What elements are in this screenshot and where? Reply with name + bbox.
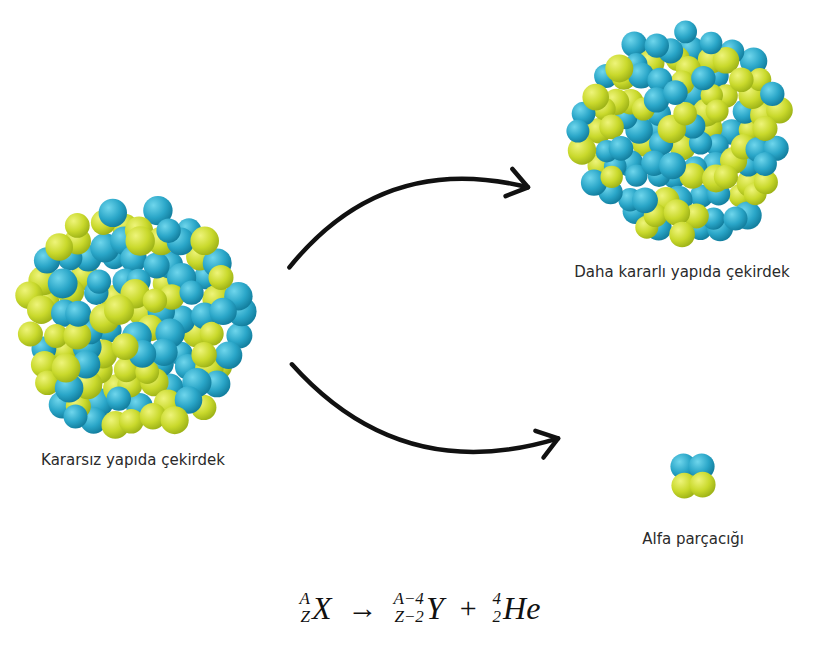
nuclide: A−4Z−2Y [394,588,444,628]
alpha-particle-drawing [669,452,717,500]
nucleus: Kararsız yapıda çekirdek [8,195,258,469]
nucleus: Daha kararlı yapıda çekirdek [565,18,800,281]
equation-term: A [300,590,310,608]
equation-term: + [460,588,477,628]
equation-term: → [348,588,378,628]
nucleus-drawing [8,195,258,445]
equation-term: A−4 [394,590,424,608]
reaction-arrow [289,169,528,267]
node-label: Kararsız yapıda çekirdek [8,451,258,469]
nuclide: AZX [300,588,332,628]
equation-term: Y [426,588,444,628]
nuclide-scripts: A−4Z−2 [394,590,424,626]
nuclide-scripts: 42 [493,590,502,626]
equation-term: He [503,588,540,628]
equation-term: 4 [493,590,502,608]
nucleus-drawing [565,18,800,253]
nuclide-scripts: AZ [300,590,310,626]
equation-term: Z−2 [394,608,423,626]
nuclide: 42He [493,588,541,628]
node-label: Daha kararlı yapıda çekirdek [565,263,800,281]
equation-term: 2 [493,608,502,626]
alpha-particle: Alfa parçacığı [636,452,750,548]
reaction-arrow [292,364,558,457]
equation-term: Z [301,608,310,626]
node-label: Alfa parçacığı [636,530,750,548]
decay-equation: AZX → A−4Z−2Y +42He [0,588,840,628]
equation-term: X [312,588,332,628]
